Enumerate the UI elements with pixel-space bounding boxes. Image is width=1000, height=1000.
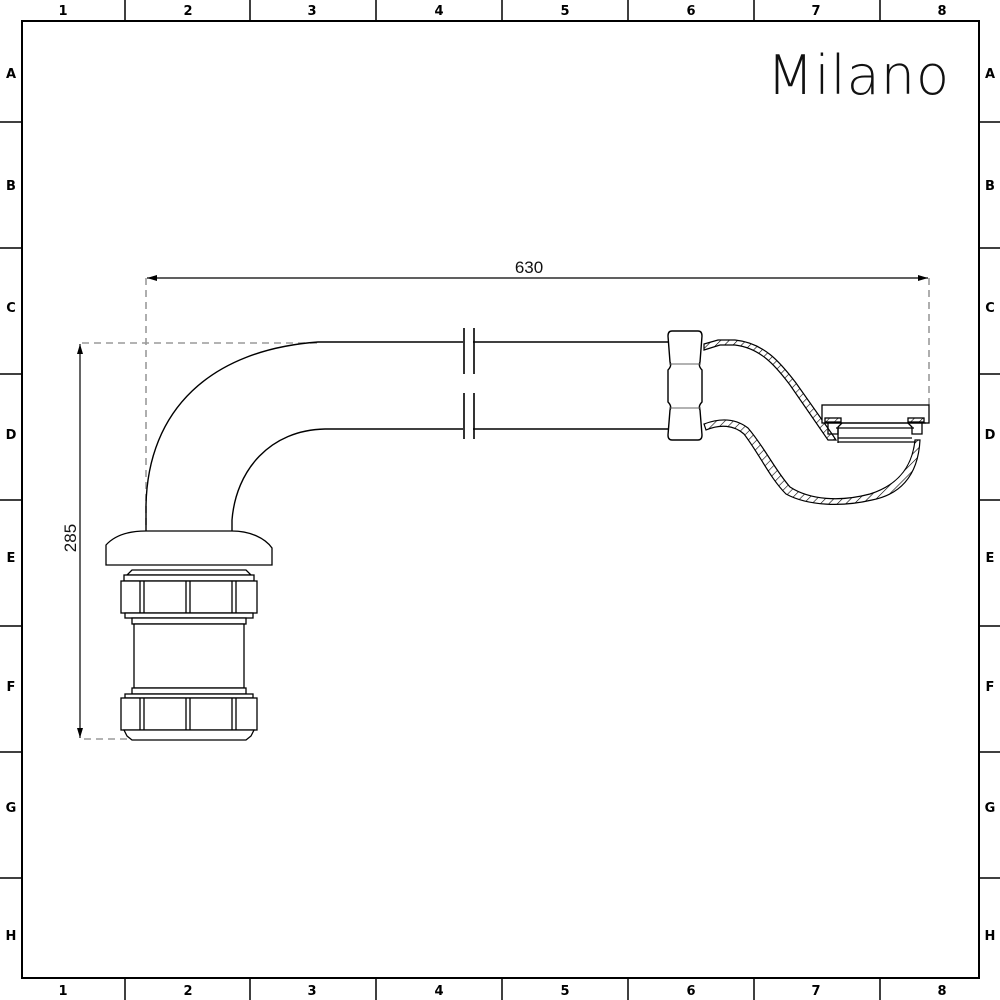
column-label: 1 — [58, 4, 67, 19]
column-label: 8 — [937, 984, 946, 999]
row-label: E — [7, 551, 16, 566]
row-label: B — [985, 179, 995, 194]
row-label: E — [986, 551, 995, 566]
column-labels-top: 1 2 3 4 5 6 7 8 — [58, 4, 946, 19]
column-label: 4 — [434, 4, 443, 19]
row-label: G — [6, 801, 17, 816]
column-label: 5 — [560, 4, 569, 19]
row-label: G — [985, 801, 996, 816]
column-label: 2 — [183, 4, 192, 19]
dimension-630: 630 — [145, 258, 930, 525]
column-label: 6 — [686, 4, 695, 19]
overflow-grille-cap — [821, 404, 930, 443]
row-label: D — [6, 428, 17, 443]
column-label: 7 — [811, 984, 820, 999]
dimension-label-height: 285 — [61, 524, 80, 552]
waste-outlet-coupling — [105, 530, 273, 741]
row-label: D — [985, 428, 996, 443]
swept-bend-pipe — [145, 341, 463, 531]
column-label: 5 — [560, 984, 569, 999]
dimension-label-length: 630 — [515, 258, 543, 277]
column-label: 7 — [811, 4, 820, 19]
column-label: 3 — [307, 984, 316, 999]
row-label: H — [985, 929, 996, 944]
column-label: 1 — [58, 984, 67, 999]
column-label: 8 — [937, 4, 946, 19]
column-label: 6 — [686, 984, 695, 999]
row-label: A — [6, 67, 16, 82]
trap-body-section — [703, 339, 921, 505]
hex-union-nut — [667, 330, 703, 441]
dimension-285: 285 — [61, 342, 318, 740]
row-label: A — [985, 67, 995, 82]
straight-pipe — [463, 328, 668, 439]
row-label: H — [6, 929, 17, 944]
column-label: 3 — [307, 4, 316, 19]
brand-logo: Milano — [767, 44, 950, 107]
row-label: F — [986, 680, 995, 695]
row-labels-right: A B C D E F G H — [985, 67, 996, 944]
row-label: F — [7, 680, 16, 695]
row-labels-left: A B C D E F G H — [6, 67, 17, 944]
row-label: C — [6, 301, 16, 316]
column-labels-bottom: 1 2 3 4 5 6 7 8 — [58, 984, 946, 999]
column-label: 2 — [183, 984, 192, 999]
row-label: C — [985, 301, 995, 316]
row-label: B — [6, 179, 16, 194]
column-label: 4 — [434, 984, 443, 999]
